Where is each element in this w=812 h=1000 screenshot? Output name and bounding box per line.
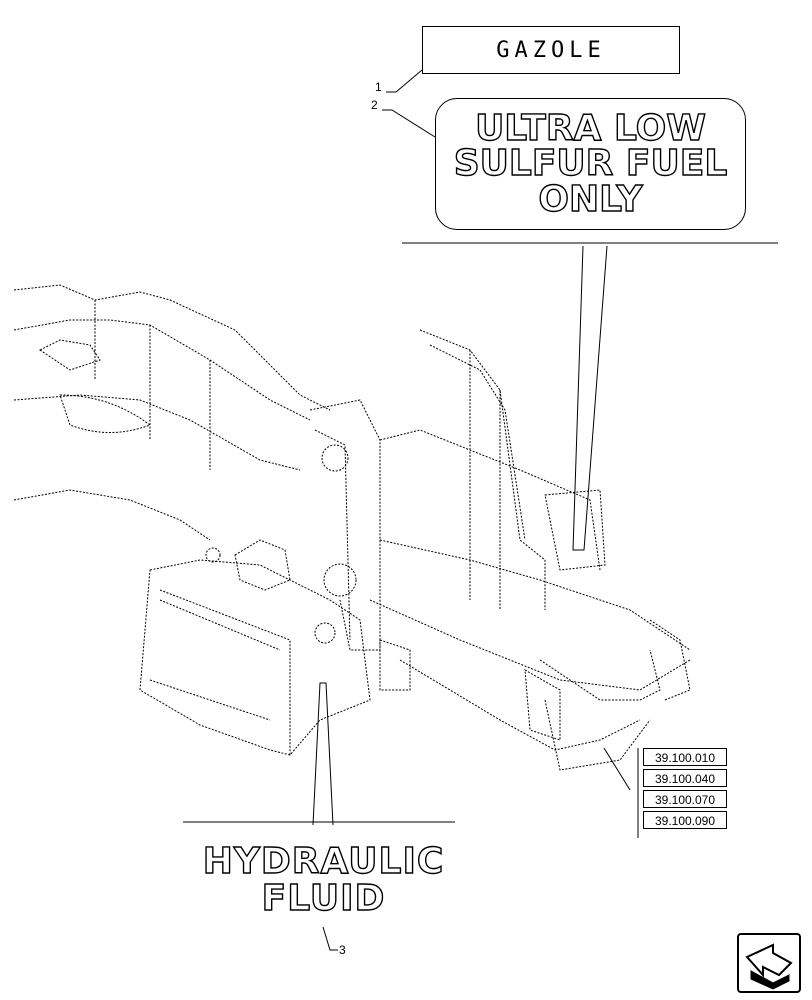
gazole-decal: GAZOLE [422,26,680,74]
ultra-low-sulfur-fuel-decal: ULTRA LOW SULFUR FUEL ONLY [435,98,746,230]
gazole-text: GAZOLE [496,37,606,63]
ulsf-line-3: ONLY [538,178,644,220]
reference-link[interactable]: 39.100.010 [643,748,727,766]
hydraulic-line-2: FLUID [261,877,386,919]
reference-link[interactable]: 39.100.040 [643,769,727,787]
hydraulic-line-1: HYDRAULIC [202,840,445,882]
callout-1: 1 [375,80,382,94]
next-page-button[interactable] [737,933,801,993]
hydraulic-fluid-decal: HYDRAULIC FLUID [196,835,451,926]
next-page-arrow-icon [745,943,793,990]
callout-2: 2 [371,98,378,112]
ulsf-line-2: SULFUR FUEL [453,143,728,185]
callout-3: 3 [339,943,346,957]
reference-link[interactable]: 39.100.070 [643,790,727,808]
reference-list: 39.100.010 39.100.040 39.100.070 39.100.… [643,748,727,832]
reference-link[interactable]: 39.100.090 [643,811,727,829]
ulsf-line-1: ULTRA LOW [474,108,706,150]
